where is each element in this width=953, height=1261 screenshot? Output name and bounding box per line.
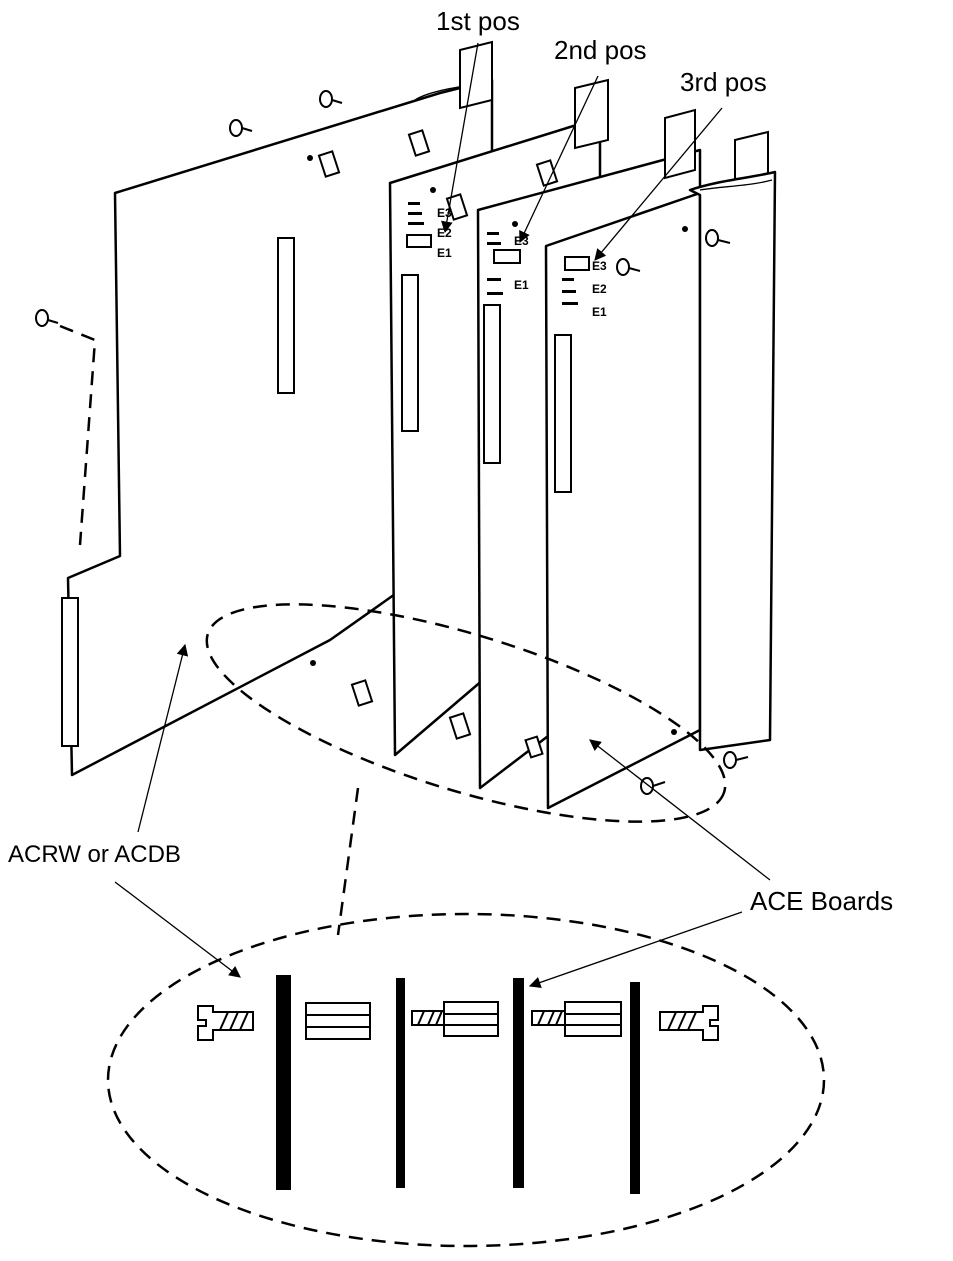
board3-e2-label: E2 [592, 282, 607, 296]
ace-boards-label: ACE Boards [750, 886, 893, 916]
pos1-arrow [441, 42, 479, 234]
detail-screw-right [659, 1005, 719, 1041]
board1-jumper-e1 [406, 234, 432, 248]
board3-e3-label: E3 [592, 259, 607, 273]
detail-ellipse [106, 912, 826, 1248]
screws [35, 90, 749, 795]
acrw-arrow-down [114, 881, 241, 978]
board2-jumper [493, 249, 521, 264]
board3-e1-label: E1 [592, 305, 607, 319]
detail-plate-3 [513, 978, 524, 1188]
acrw-connector-top [277, 237, 295, 394]
board2-connector [483, 304, 501, 464]
ace-arrow-up [589, 739, 771, 881]
board1-e2-label: E2 [437, 226, 452, 240]
acrw-label: ACRW or ACDB [8, 841, 181, 868]
pos2-label: 2nd pos [554, 35, 647, 65]
pos2-arrow [519, 75, 599, 244]
detail-plate-1 [276, 975, 291, 1190]
pos1-label: 1st pos [436, 6, 520, 36]
ace-arrow-down [528, 911, 743, 989]
pos3-label: 3rd pos [680, 67, 767, 97]
detail-spacer [305, 1002, 371, 1040]
board1-connector [401, 274, 419, 432]
board2-e3-label: E3 [514, 234, 529, 248]
ace-board-3 [544, 108, 702, 810]
detail-plate-4 [630, 982, 640, 1194]
leader-lines [114, 42, 771, 989]
pos3-arrow [594, 107, 723, 261]
acrw-board [61, 78, 494, 777]
acrw-arrow-up [137, 643, 189, 833]
board1-e1-label: E1 [437, 246, 452, 260]
front-cover [688, 130, 777, 752]
detail-screw-left [197, 1005, 254, 1041]
detail-plate-2 [396, 978, 405, 1188]
board3-jumper-e3 [564, 256, 590, 271]
dashed-callouts [59, 324, 826, 1248]
detail-stackup [197, 975, 719, 1194]
board2-e1-label: E1 [514, 278, 529, 292]
acrw-connector-bottom [61, 597, 79, 747]
board3-connector [554, 334, 572, 493]
